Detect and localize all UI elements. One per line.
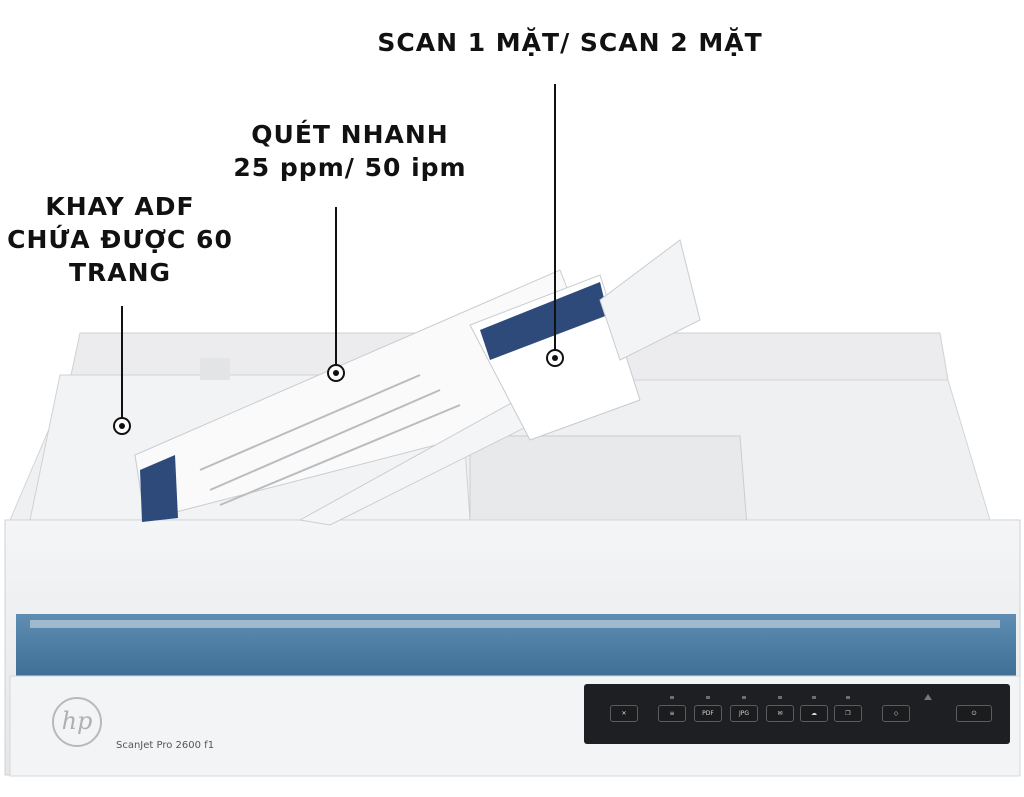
callout-adf-line-1: KHAY ADF — [45, 192, 195, 221]
led-jpg — [742, 696, 746, 699]
leader-line-duplex — [554, 84, 556, 350]
callout-dot-speed — [327, 364, 345, 382]
jpg-button[interactable]: JPG — [730, 705, 758, 722]
callout-dot-adf — [113, 417, 131, 435]
paper-stopper — [599, 239, 701, 361]
led-email — [778, 696, 782, 699]
pdf-button[interactable]: PDF — [694, 705, 722, 722]
callout-adf-line-3: TRANG — [68, 258, 172, 287]
model-label: ScanJet Pro 2600 f1 — [116, 740, 215, 751]
led-pdf — [706, 696, 710, 699]
copy-button[interactable]: ❐ — [834, 705, 862, 722]
callout-speed-line-1: QUÉT NHANH — [251, 120, 449, 149]
cloud-button[interactable]: ☁ — [800, 705, 828, 722]
hp-logo: hp — [52, 697, 102, 747]
led-copy — [846, 696, 850, 699]
callout-speed-line-2: 25 ppm/ 50 ipm — [233, 153, 467, 182]
callout-adf-line-2: CHỨA ĐƯỢC 60 — [7, 225, 233, 254]
callout-adf-tray: KHAY ADF CHỨA ĐƯỢC 60 TRANG — [0, 190, 240, 289]
warning-icon — [924, 694, 932, 700]
callout-scan-speed: QUÉT NHANH 25 ppm/ 50 ipm — [215, 118, 485, 184]
leader-line-speed — [335, 207, 337, 365]
callout-duplex-line-1: SCAN 1 MẶT/ SCAN 2 MẶT — [377, 28, 763, 57]
callout-dot-duplex — [546, 349, 564, 367]
led-cloud — [812, 696, 816, 699]
power-button[interactable]: ⏻ — [956, 705, 992, 722]
menu-button[interactable]: ≡ — [658, 705, 686, 722]
leader-line-adf — [121, 306, 123, 418]
cancel-button[interactable]: ✕ — [610, 705, 638, 722]
scan-button[interactable]: ◇ — [882, 705, 910, 722]
led-menu — [670, 696, 674, 699]
callout-duplex-scan: SCAN 1 MẶT/ SCAN 2 MẶT — [370, 26, 770, 59]
email-button[interactable]: ✉ — [766, 705, 794, 722]
control-panel — [584, 684, 1010, 744]
